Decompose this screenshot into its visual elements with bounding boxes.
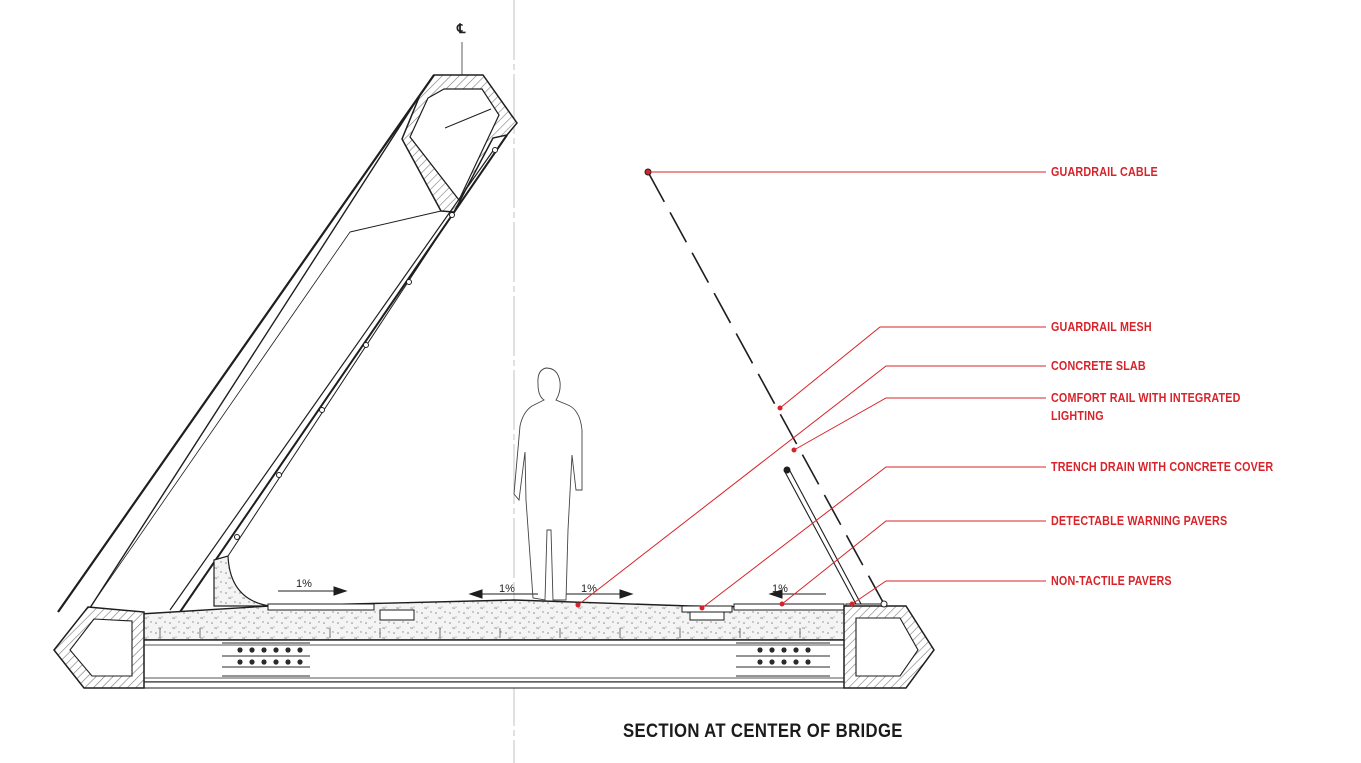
guardrail-cable-element	[644, 168, 888, 608]
human-scale-figure	[513, 367, 583, 601]
slope-label-left: 1%	[296, 578, 312, 590]
callout-text: GUARDRAIL MESH	[1051, 320, 1152, 334]
drawing-title: SECTION AT CENTER OF BRIDGE	[623, 721, 903, 742]
comfort-rail-element	[783, 466, 862, 605]
centerline-symbol: ℄	[456, 21, 466, 36]
callout-detectable-warning-pavers: DETECTABLE WARNING PAVERS	[1051, 512, 1227, 530]
callout-text: CONCRETE SLAB	[1051, 359, 1146, 373]
slope-arrows	[278, 586, 826, 599]
callout-text: COMFORT RAIL WITH INTEGRATED	[1051, 391, 1241, 405]
callout-concrete-slab: CONCRETE SLAB	[1051, 357, 1146, 375]
callout-text: DETECTABLE WARNING PAVERS	[1051, 514, 1228, 528]
callout-trench-drain: TRENCH DRAIN WITH CONCRETE COVER	[1051, 458, 1273, 476]
slope-label-center-left: 1%	[499, 583, 515, 595]
slope-label-center-right: 1%	[581, 583, 597, 595]
callout-comfort-rail: COMFORT RAIL WITH INTEGRATED LIGHTING	[1051, 389, 1241, 425]
arch-haunch	[213, 555, 271, 607]
callout-text: NON-TACTILE PAVERS	[1051, 574, 1172, 588]
inclined-arch	[57, 74, 518, 613]
left-edge-girder	[53, 606, 145, 689]
deck-structure	[83, 599, 905, 689]
right-edge-girder	[843, 605, 935, 689]
callout-text: TRENCH DRAIN WITH CONCRETE COVER	[1051, 460, 1274, 474]
callout-guardrail-mesh: GUARDRAIL MESH	[1051, 318, 1152, 336]
callout-guardrail-cable: GUARDRAIL CABLE	[1051, 163, 1158, 181]
callout-leaders	[575, 169, 1046, 611]
callout-text: LIGHTING	[1051, 409, 1104, 423]
callout-non-tactile-pavers: NON-TACTILE PAVERS	[1051, 572, 1172, 590]
callout-text: GUARDRAIL CABLE	[1051, 165, 1158, 179]
slope-label-right: 1%	[772, 583, 788, 595]
